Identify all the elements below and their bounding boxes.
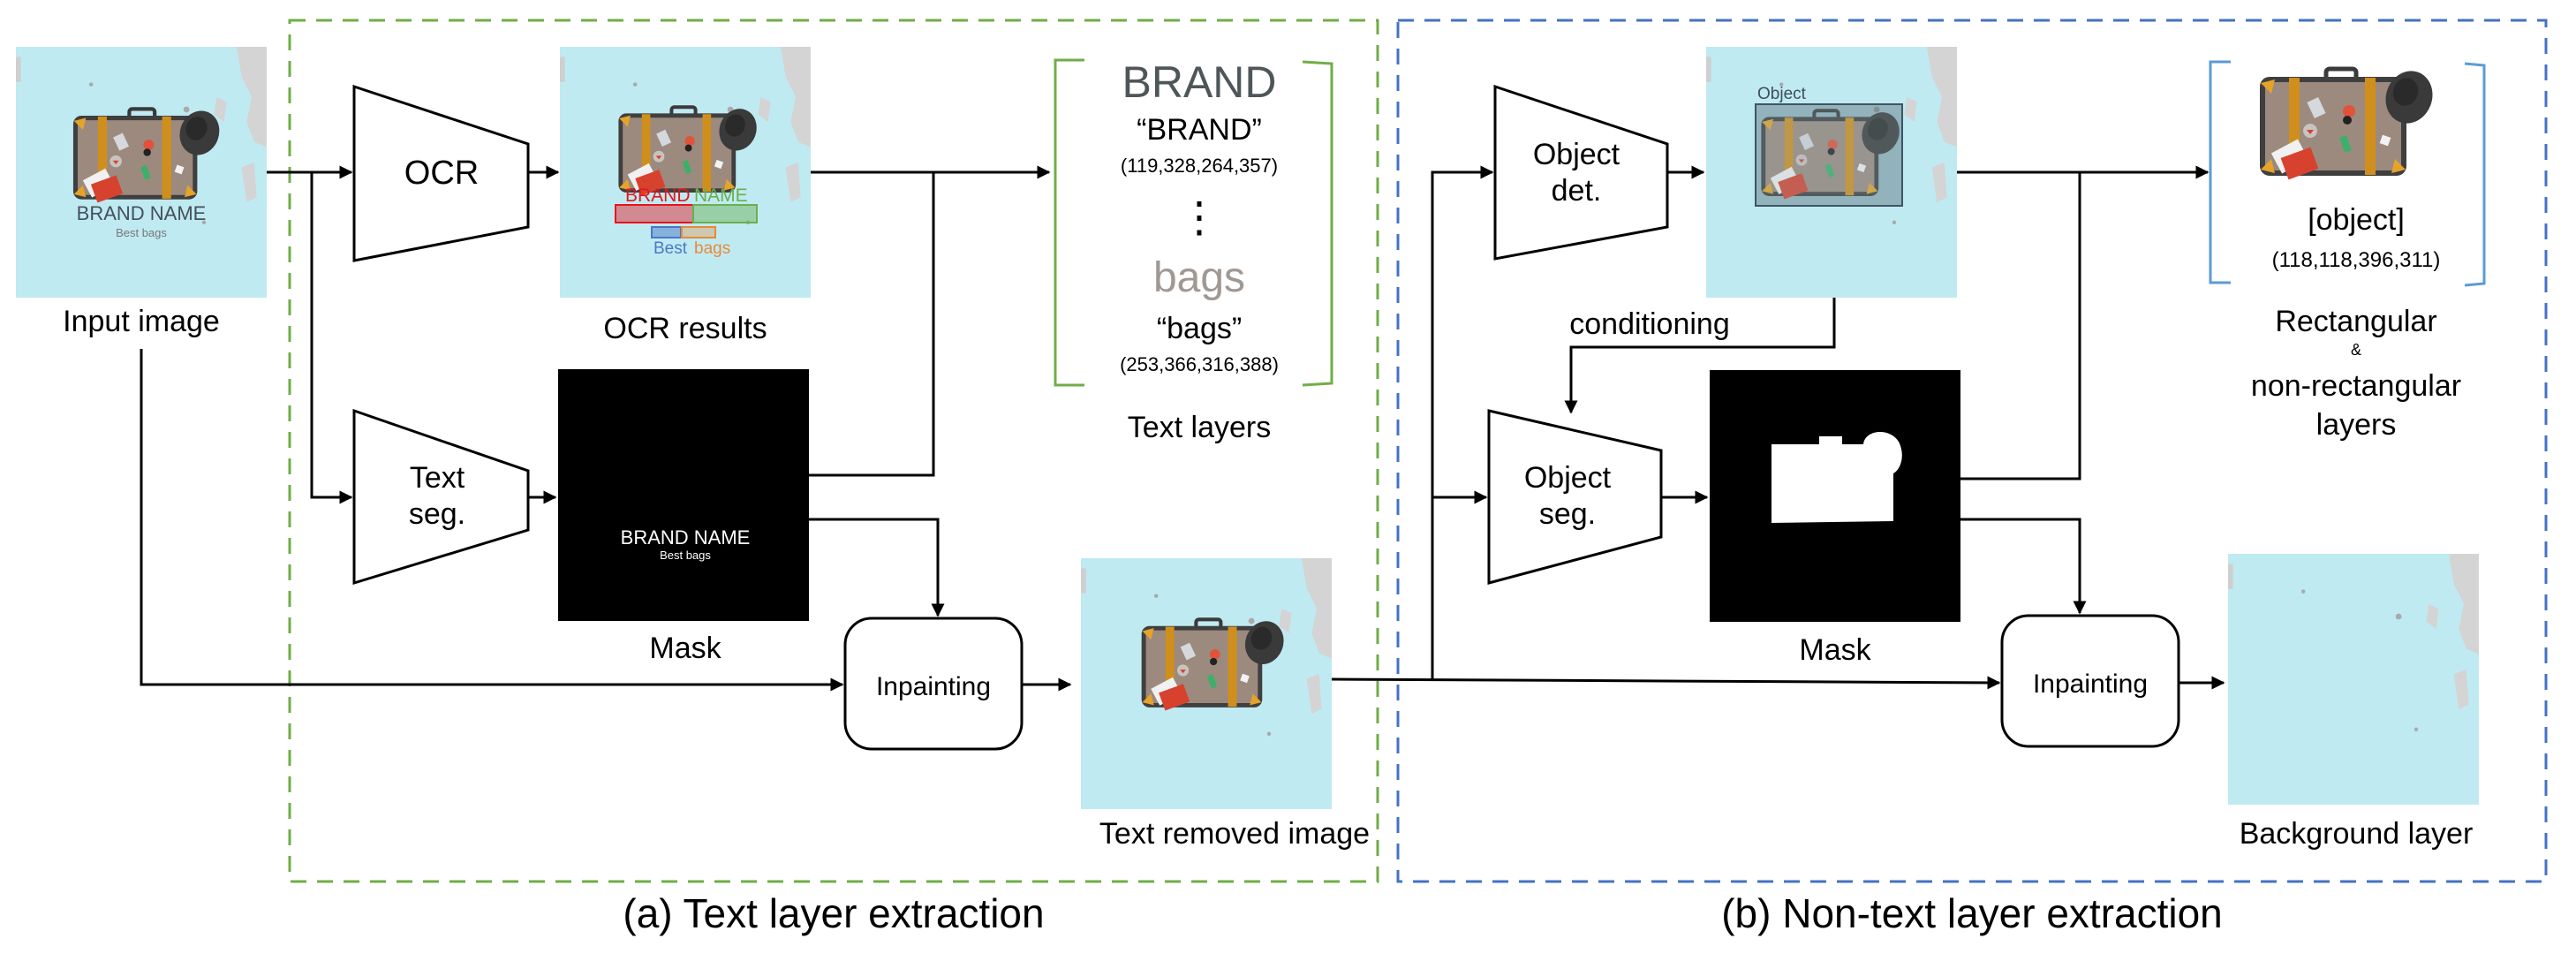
mask-a-label: Mask	[649, 632, 721, 665]
layers-label-line1: Rectangular	[2275, 305, 2436, 338]
text-layer-bags-string: “bags”	[1157, 312, 1242, 345]
text-layer-brand-bbox: (119,328,264,357)	[1121, 155, 1278, 177]
arrow-mask-merge-up	[809, 172, 935, 477]
input-brand-text: BRAND NAME	[77, 202, 207, 224]
object-mask-image	[1710, 370, 1960, 622]
ocr-results-label: OCR results	[603, 312, 767, 345]
text-seg-block: Text seg.	[352, 408, 530, 586]
detection-box-label: Object	[1757, 85, 1807, 103]
ocr-box-name	[692, 204, 758, 223]
object-det-block: Object det.	[1493, 84, 1669, 261]
inpainting-a-block: Inpainting	[843, 617, 1024, 751]
ocr-word-best: Best	[653, 239, 688, 258]
ocr-word-bags: bags	[694, 239, 730, 258]
arrow-mask-to-inpainting-b	[1960, 518, 2087, 615]
layers-label-line3: layers	[2316, 408, 2397, 442]
object-layer-image	[2261, 64, 2440, 179]
mask-b-label: Mask	[1799, 633, 1871, 667]
input-image: BRAND NAME Best bags	[16, 47, 267, 298]
arrow-text-removed-to-inpainting-b	[1331, 676, 2001, 690]
text-layer-bags-bbox: (253,366,316,388)	[1120, 353, 1279, 375]
text-removed-label: Text removed image	[1099, 817, 1370, 851]
layers-label-line2: non-rectangular	[2251, 369, 2461, 403]
section-a-caption: (a) Text layer extraction	[623, 890, 1044, 936]
input-tagline-text: Best bags	[116, 226, 167, 239]
object-layers-group: [object] (118,118,396,311)	[2209, 60, 2486, 287]
text-layer-glyph-bags: bags	[1153, 254, 1245, 301]
section-a-border	[288, 19, 1379, 883]
ocr-word-name: NAME	[694, 185, 748, 206]
ocr-box-best	[651, 226, 682, 238]
background-layer-label: Background layer	[2240, 817, 2474, 851]
ellipsis: ⋮	[1178, 194, 1220, 241]
inpainting-b-block: Inpainting	[2000, 614, 2180, 748]
text-layers-group: BRAND “BRAND” (119,328,264,357) ⋮ bags “…	[1054, 57, 1333, 387]
text-removed-image	[1081, 558, 1332, 809]
svg-text:OCR: OCR	[404, 155, 479, 192]
section-b-caption: (b) Non-text layer extraction	[1721, 890, 2223, 936]
ocr-results-image: BRAND NAME Best bags	[560, 47, 811, 298]
svg-text:det.: det.	[1552, 174, 1602, 208]
object-layer-bbox: (118,118,396,311)	[2272, 248, 2441, 272]
svg-text:seg.: seg.	[409, 497, 465, 531]
text-mask-image: BRAND NAME Best bags	[558, 369, 809, 621]
arrow-input-to-inpainting	[140, 349, 844, 692]
arrow-input-to-textseg	[310, 172, 353, 504]
svg-text:Object: Object	[1533, 138, 1620, 171]
arrow-conditioning	[1564, 298, 1836, 414]
layers-label-amp: &	[2351, 341, 2361, 359]
text-layers-label: Text layers	[1128, 411, 1272, 444]
text-layer-glyph-brand: BRAND	[1122, 57, 1276, 107]
text-layer-brand-string: “BRAND”	[1137, 113, 1262, 147]
svg-text:BRAND NAME: BRAND NAME	[621, 526, 751, 549]
object-layer-class: [object]	[2308, 203, 2405, 237]
arrow-to-object-det	[1431, 165, 1494, 679]
object-detection-image: Object	[1706, 47, 1957, 298]
section-b-border	[1396, 19, 2548, 883]
svg-text:Object: Object	[1524, 461, 1612, 495]
object-seg-block: Object seg.	[1487, 409, 1663, 585]
arrow-mask-merge-up-b	[1960, 172, 2081, 480]
background-layer-image	[2228, 554, 2479, 805]
svg-text:Text: Text	[410, 461, 465, 495]
arrow-mask-to-inpainting	[809, 518, 945, 617]
svg-text:Inpainting: Inpainting	[876, 672, 991, 701]
svg-text:seg.: seg.	[1539, 497, 1596, 531]
svg-text:Best bags: Best bags	[660, 549, 711, 562]
conditioning-label: conditioning	[1569, 307, 1729, 341]
ocr-word-brand: BRAND	[625, 185, 691, 206]
input-image-label: Input image	[63, 305, 220, 338]
ocr-block: OCR	[352, 84, 530, 262]
svg-text:Inpainting: Inpainting	[2033, 670, 2148, 699]
ocr-box-bags	[681, 226, 716, 238]
ocr-box-brand	[615, 204, 694, 223]
